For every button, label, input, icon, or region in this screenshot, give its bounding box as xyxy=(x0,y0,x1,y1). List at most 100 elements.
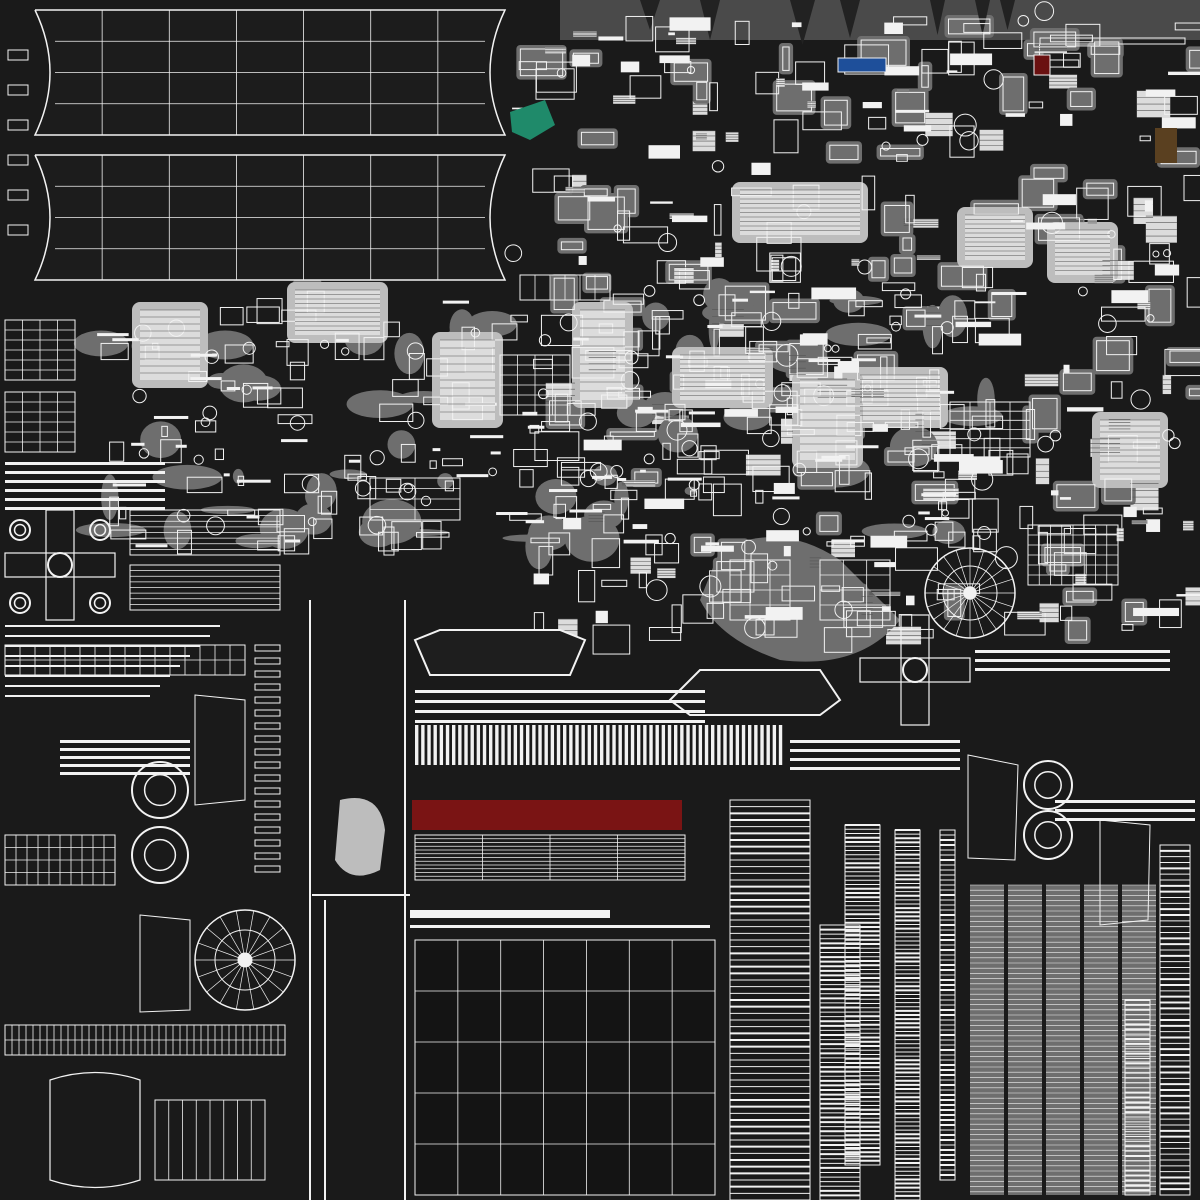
part-outline xyxy=(848,300,865,317)
part-solid xyxy=(874,562,896,568)
wheel-spoke xyxy=(244,959,255,1010)
wheel-spoke xyxy=(969,550,985,594)
part-outline xyxy=(160,439,182,464)
bar-strip xyxy=(519,725,524,765)
part-outline xyxy=(609,431,655,437)
part-outline xyxy=(904,447,930,456)
ladder-rung xyxy=(254,722,281,730)
part-outline xyxy=(841,587,864,603)
part-circle xyxy=(1163,249,1172,258)
part-solid xyxy=(650,201,673,204)
part-outline xyxy=(557,196,591,221)
part-bar xyxy=(153,415,189,419)
part-outline xyxy=(186,476,223,494)
part-solid xyxy=(644,498,685,509)
spike-shape xyxy=(790,0,815,45)
part-solid xyxy=(533,573,550,585)
part-outline xyxy=(758,344,789,353)
part-solid xyxy=(1168,71,1200,76)
wheel-spoke xyxy=(969,578,1013,594)
part-outline xyxy=(188,370,208,383)
part-outline xyxy=(655,26,690,53)
ring-inner xyxy=(13,523,27,537)
part-circle xyxy=(681,440,698,457)
part-outline xyxy=(383,526,395,556)
part-outline xyxy=(796,358,829,378)
part-outline xyxy=(1033,31,1077,48)
part-outline xyxy=(824,99,848,126)
part-solid xyxy=(578,255,587,265)
part-outline xyxy=(601,579,628,587)
part-outline xyxy=(645,534,663,556)
part-outline xyxy=(555,496,578,520)
part-outline xyxy=(766,221,792,244)
part-outline xyxy=(933,471,945,479)
bar-strip xyxy=(618,725,622,765)
ladder-rung xyxy=(254,839,281,847)
spike-shape xyxy=(975,0,990,35)
part-outline xyxy=(532,168,570,193)
part-outline xyxy=(598,323,614,334)
part-outline xyxy=(835,440,858,466)
ring-inner xyxy=(13,596,27,610)
uv-island xyxy=(898,233,916,255)
strip-bar xyxy=(5,507,165,510)
part-bar xyxy=(131,442,145,446)
part-solid xyxy=(648,145,681,159)
top-band xyxy=(560,0,1200,40)
part-outline xyxy=(1120,297,1135,303)
part-outline xyxy=(718,294,736,317)
part-circle xyxy=(367,515,387,535)
part-circle xyxy=(1168,437,1181,450)
uv-island xyxy=(890,253,916,277)
part-outline xyxy=(819,515,839,532)
green-island xyxy=(510,100,555,140)
uv-island xyxy=(613,184,640,218)
part-bar xyxy=(925,390,955,394)
part-outline xyxy=(880,147,921,157)
part-solid xyxy=(669,17,711,31)
part-outline xyxy=(416,532,450,538)
part-solid xyxy=(975,301,996,304)
part-outline xyxy=(651,310,684,320)
part-solid xyxy=(595,610,608,624)
part-bar xyxy=(246,515,260,519)
part-outline xyxy=(363,337,385,361)
strip-bar xyxy=(5,471,165,474)
part-bar xyxy=(617,478,627,482)
part-circle xyxy=(369,450,385,466)
strip-bar xyxy=(5,655,190,657)
part-bar xyxy=(573,337,589,341)
part-outline xyxy=(592,624,631,655)
part-outline xyxy=(917,395,941,413)
part-bar xyxy=(112,483,147,487)
wheel-spoke xyxy=(969,556,997,594)
part-outline xyxy=(408,353,425,380)
ladder-rung xyxy=(254,683,281,691)
part-outline xyxy=(709,570,742,603)
uv-island xyxy=(1165,346,1200,367)
uv-island xyxy=(582,272,612,294)
part-outline xyxy=(682,594,714,624)
part-outline xyxy=(604,474,618,489)
part-circle xyxy=(831,344,840,353)
part-circle xyxy=(589,462,608,481)
bar-strip xyxy=(470,725,474,765)
ladder-rung xyxy=(254,748,281,756)
part-outline xyxy=(961,266,994,289)
part-outline xyxy=(560,466,580,486)
part-outline xyxy=(1090,45,1121,55)
part-circle xyxy=(643,453,655,465)
part-circle xyxy=(925,523,938,536)
part-outline xyxy=(716,561,755,593)
part-outline xyxy=(1096,340,1130,372)
part-circle xyxy=(398,482,417,501)
part-circle xyxy=(1077,286,1088,297)
part-circle xyxy=(242,341,256,355)
part-solid xyxy=(744,615,789,619)
part-outline xyxy=(900,409,911,430)
part-outline xyxy=(769,252,801,283)
part-bar xyxy=(190,353,216,357)
part-circle xyxy=(900,288,912,300)
part-circle xyxy=(241,384,252,395)
